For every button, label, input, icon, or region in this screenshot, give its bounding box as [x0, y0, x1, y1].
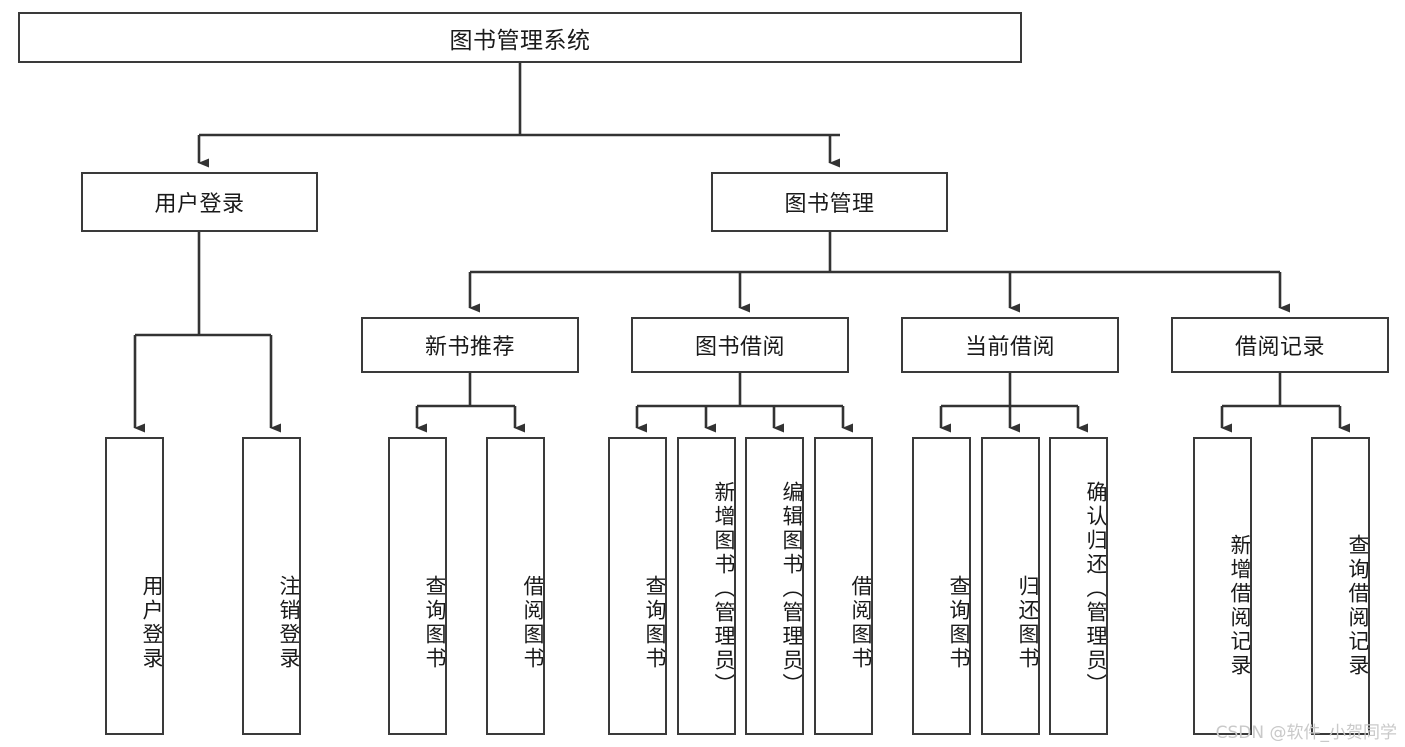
leaf-new-book-recommend-0[interactable]: 查询图书: [388, 437, 447, 735]
node-new-book-recommend[interactable]: 新书推荐: [361, 317, 579, 373]
node-label: 用户登录: [140, 575, 164, 671]
leaf-user-login-1[interactable]: 注销登录: [242, 437, 301, 735]
csdn-watermark: CSDN @软件_小贺同学: [1215, 723, 1397, 743]
node-label: 图书管理系统: [449, 27, 591, 54]
leaf-borrow-record-0[interactable]: 新增借阅记录: [1193, 437, 1252, 735]
node-label: 图书管理: [784, 192, 875, 217]
node-label: 新书推荐: [424, 335, 515, 360]
node-label: 借阅图书: [521, 575, 545, 671]
node-label: 图书借阅: [694, 335, 785, 360]
node-borrow-record[interactable]: 借阅记录: [1171, 317, 1389, 373]
leaf-book-borrow-2[interactable]: 编辑图书（管理员）: [745, 437, 804, 735]
node-current-borrow[interactable]: 当前借阅: [901, 317, 1119, 373]
node-label: 查询图书: [947, 575, 971, 671]
leaf-borrow-record-1[interactable]: 查询借阅记录: [1311, 437, 1370, 735]
leaf-book-borrow-3[interactable]: 借阅图书: [814, 437, 873, 735]
node-label: 注销登录: [277, 575, 301, 671]
node-label: 查询图书: [643, 575, 667, 671]
node-label: 新增借阅记录: [1228, 534, 1252, 678]
node-label: 归还图书: [1016, 575, 1040, 671]
node-label: 查询借阅记录: [1346, 534, 1370, 678]
leaf-current-borrow-1[interactable]: 归还图书: [981, 437, 1040, 735]
node-label: 确认归还（管理员）: [1084, 481, 1108, 697]
leaf-book-borrow-0[interactable]: 查询图书: [608, 437, 667, 735]
node-user-login[interactable]: 用户登录: [81, 172, 318, 232]
node-label: 借阅图书: [849, 575, 873, 671]
leaf-user-login-0[interactable]: 用户登录: [105, 437, 164, 735]
node-label: 编辑图书（管理员）: [780, 481, 804, 697]
node-label: 当前借阅: [964, 335, 1055, 360]
node-label: 借阅记录: [1234, 335, 1325, 360]
leaf-new-book-recommend-1[interactable]: 借阅图书: [486, 437, 545, 735]
node-label: 新增图书（管理员）: [712, 481, 736, 697]
leaf-current-borrow-2[interactable]: 确认归还（管理员）: [1049, 437, 1108, 735]
node-root-book-management-system[interactable]: 图书管理系统: [18, 12, 1022, 63]
leaf-book-borrow-1[interactable]: 新增图书（管理员）: [677, 437, 736, 735]
node-label: 查询图书: [423, 575, 447, 671]
node-label: 用户登录: [154, 192, 245, 217]
node-book-management[interactable]: 图书管理: [711, 172, 948, 232]
node-book-borrow[interactable]: 图书借阅: [631, 317, 849, 373]
leaf-current-borrow-0[interactable]: 查询图书: [912, 437, 971, 735]
